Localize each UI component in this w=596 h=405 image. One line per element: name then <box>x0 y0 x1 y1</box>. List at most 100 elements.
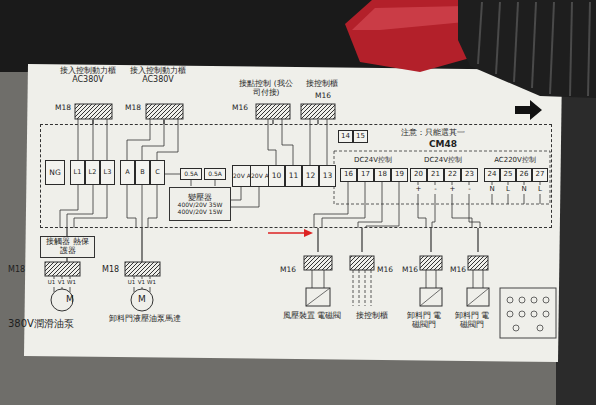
node-text: CM48 <box>429 139 469 149</box>
terminal-label: 25 <box>500 168 516 182</box>
node-text: 380V潤滑油泵 <box>8 318 98 330</box>
node-text: 卸料門液壓油泵馬達 <box>105 314 185 323</box>
connector-block <box>500 288 556 338</box>
node-text: M18 <box>55 104 75 113</box>
terminal-label: B <box>135 160 150 185</box>
cable-gland: 接入控制動力櫃 AC380V M18 <box>55 66 121 120</box>
pin-label: N <box>520 185 528 194</box>
screwdriver-handle <box>345 0 470 72</box>
node-text: M16 <box>402 266 420 275</box>
node-text: 接點控制 (我公司付接) <box>238 80 294 97</box>
terminal-label: 24 <box>484 168 500 182</box>
solenoid-valve: M16 卸料門 電磁閥門 <box>450 252 494 340</box>
solenoid-coils <box>306 288 489 306</box>
cable-connector <box>430 228 431 252</box>
screwdriver-grip <box>458 0 596 98</box>
solenoid-valve: M16 風壓裝置 電磁閥 <box>280 252 344 340</box>
cable-connector <box>141 228 142 262</box>
terminal-label: NG <box>45 160 65 185</box>
pin-label: V1 <box>57 279 66 287</box>
terminal-label: 11 <box>285 165 302 187</box>
pin-label: DC24V控制 <box>408 155 478 166</box>
wires <box>54 119 540 292</box>
red-pointer <box>268 232 304 234</box>
terminal-label: 14 <box>338 130 353 143</box>
pin-label: - <box>431 185 440 194</box>
terminal-label: 19 <box>391 168 408 182</box>
node-text: M <box>56 294 84 304</box>
control-cable: M16 接控制櫃 <box>346 252 398 340</box>
terminal-label: 21 <box>427 168 444 182</box>
node-text: 接觸器 熱保護器 <box>44 238 91 255</box>
pin-label: + <box>448 185 457 194</box>
node-text: 卸料門 電磁閥門 <box>403 312 445 329</box>
node-text: 400V/20V 35W <box>178 202 223 209</box>
node-text: M18 <box>125 104 145 113</box>
terminal-label: L3 <box>100 160 115 185</box>
node-text: 接控制櫃 <box>299 80 345 89</box>
node-text: 接控制櫃 <box>348 312 396 321</box>
terminal-label: L1 <box>70 160 85 185</box>
cable-connector <box>477 228 478 252</box>
terminal-label: 22 <box>444 168 461 182</box>
solenoid-valves <box>306 288 489 306</box>
node-text: M16 <box>232 104 250 113</box>
pin-label: W1 <box>67 279 76 287</box>
pin-label: + <box>414 185 423 194</box>
pin-label: N <box>488 185 496 194</box>
terminal-label: 23 <box>461 168 478 182</box>
option-dashed-box <box>334 151 550 204</box>
cable-connector <box>66 258 67 262</box>
terminal-label: 0.5A <box>180 168 202 180</box>
node-text: M18 <box>8 265 30 274</box>
terminal-label: C <box>150 160 165 185</box>
terminal-label: 13 <box>319 165 336 187</box>
terminal-label: A <box>120 160 135 185</box>
terminal-label: 0.5A <box>204 168 226 180</box>
cable-gland: 接控制櫃 M16 <box>297 80 345 120</box>
terminal-label: 18 <box>374 168 391 182</box>
red-pointer-head <box>304 229 313 237</box>
pin-label: L <box>504 185 512 194</box>
node-text: 注意：只能選其一 <box>401 128 491 137</box>
grip-ribs <box>478 2 590 96</box>
node-text: M16 <box>377 266 397 275</box>
terminal-label: 16 <box>340 168 357 182</box>
cable-gland: 接入控制動力櫃 AC380V M18 <box>125 66 191 120</box>
node-text: 卸料門 電磁閥門 <box>451 312 493 329</box>
motor-symbols <box>51 289 153 311</box>
contactor-box: 接觸器 熱保護器 <box>40 236 95 258</box>
terminal-label: 10 <box>268 165 285 187</box>
node-text: M18 <box>102 265 124 274</box>
pin-label: AC220V控制 <box>482 155 548 166</box>
cable-connector <box>317 228 318 252</box>
terminal-label: 26 <box>516 168 532 182</box>
cable-gland: 接點控制 (我公司付接) M16 <box>232 80 294 120</box>
node-text: M16 <box>450 266 468 275</box>
pin-label: W1 <box>147 279 156 287</box>
pin-label: V1 <box>137 279 146 287</box>
direction-arrow <box>515 100 542 120</box>
terminal-label: 12 <box>302 165 319 187</box>
motor: M18M 380V潤滑油泵 <box>8 262 98 338</box>
control-cable-wires <box>353 270 371 306</box>
solenoid-valve: M16 卸料門 電磁閥門 <box>402 252 446 340</box>
pin-label: - <box>465 185 474 194</box>
label-plate <box>24 64 562 362</box>
terminal-label: L2 <box>85 160 100 185</box>
node-text: M16 <box>315 92 335 101</box>
node-text: M16 <box>280 266 300 275</box>
node-text: M <box>128 294 156 304</box>
node-text: 400V/20V 15W <box>178 209 223 216</box>
node-text: 變壓器 <box>188 193 212 202</box>
node-text: 接入控制動力櫃 AC380V <box>57 66 119 84</box>
node-text: 接入控制動力櫃 AC380V <box>127 66 189 84</box>
pin-label: U1 <box>47 279 56 287</box>
terminal-label: 20 <box>410 168 427 182</box>
node-text: 風壓裝置 電磁閥 <box>282 312 342 321</box>
handle-highlight <box>352 6 465 30</box>
